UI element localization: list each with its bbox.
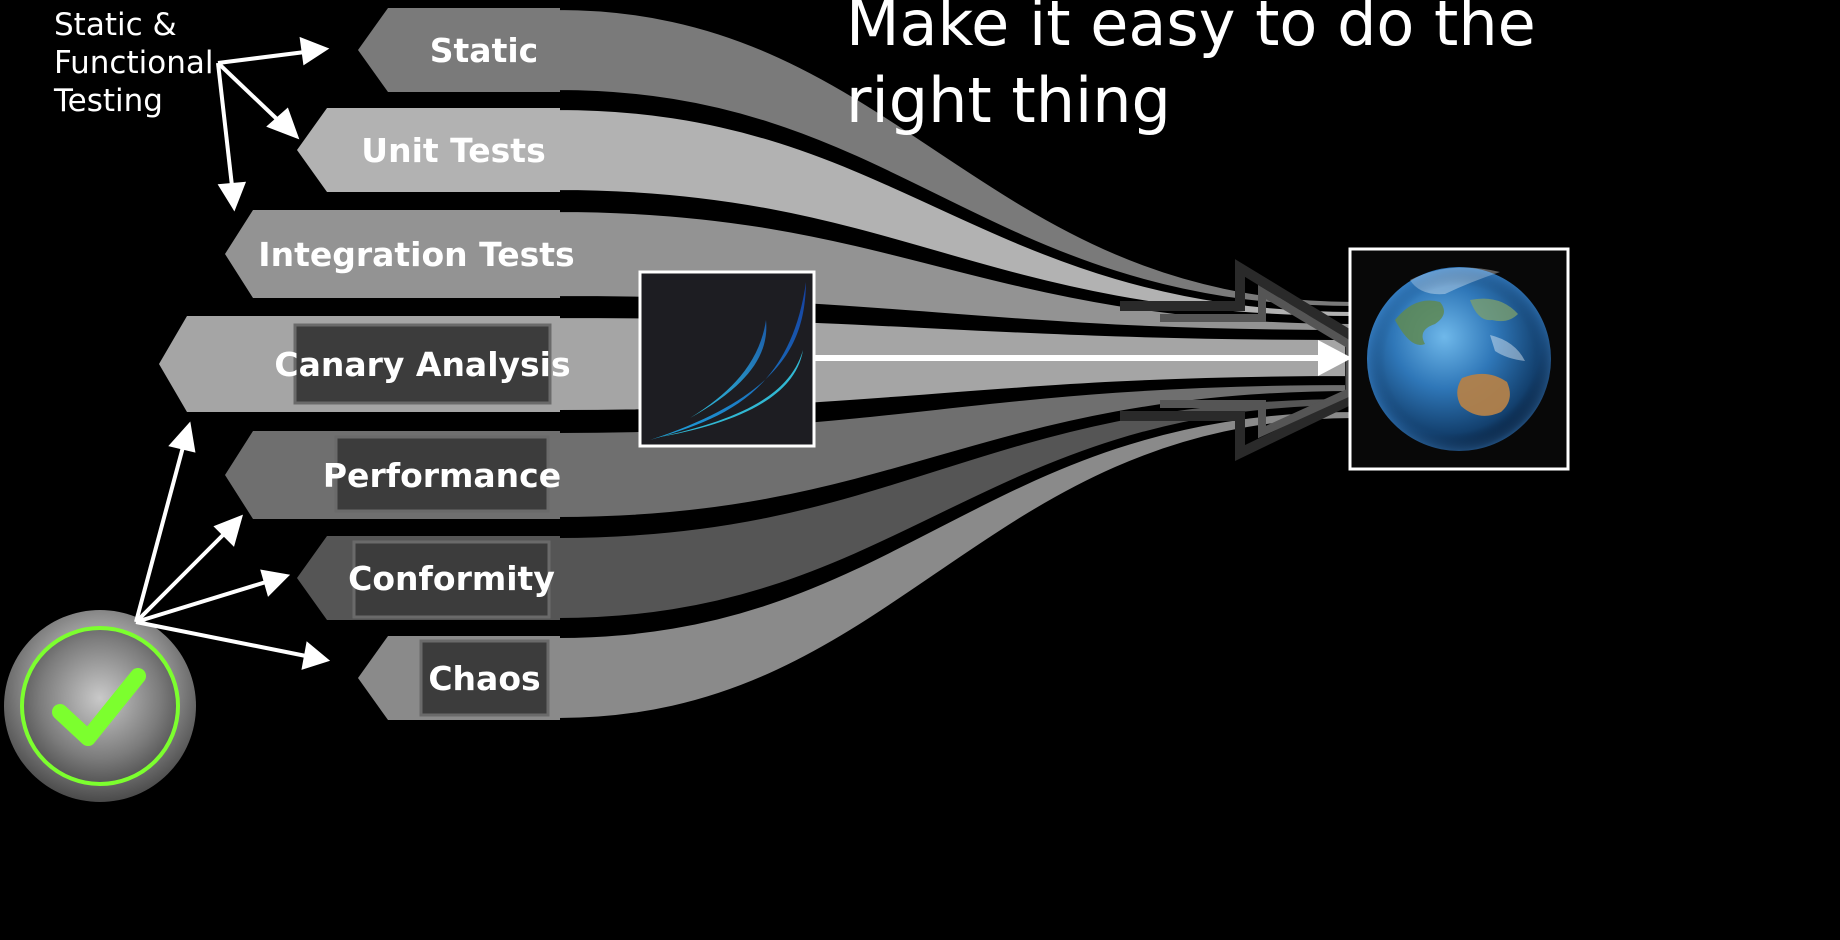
stage-label: Static [430, 31, 538, 70]
stage-chaos: Chaos [358, 636, 560, 720]
stage-static: Static [358, 8, 560, 92]
check-badge-icon [4, 610, 196, 802]
earth-globe-icon [1348, 247, 1570, 471]
stage-chevron [297, 108, 560, 192]
stage-label-box [352, 540, 551, 619]
stage-integration-tests: Integration Tests [225, 210, 575, 298]
slide-title-line-1: Make it easy to do the [846, 0, 1536, 60]
spinnaker-sail-logo [638, 270, 816, 448]
corner-note-line-2: Functional [54, 45, 213, 81]
stage-conformity: Conformity [297, 536, 560, 620]
stage-chevron [225, 210, 560, 298]
stage-label: Chaos [428, 659, 540, 698]
deploy-arrow [812, 340, 1352, 376]
corner-note-line-1: Static & [54, 7, 177, 43]
stage-performance: Performance [225, 431, 561, 519]
slide-title-line-2: right thing [846, 64, 1171, 137]
stage-label: Integration Tests [258, 235, 574, 274]
pointer-arrows [134, 36, 331, 670]
stage-label-box [419, 639, 550, 717]
corner-note-line-3: Testing [53, 83, 163, 119]
stage-canary-analysis: Canary Analysis [159, 316, 571, 412]
stage-label: Performance [323, 456, 561, 495]
stage-chevron [358, 8, 560, 92]
stage-unit-tests: Unit Tests [297, 108, 560, 192]
stage-label: Canary Analysis [274, 345, 570, 384]
stage-label: Unit Tests [361, 131, 545, 170]
stage-label: Conformity [348, 559, 555, 598]
stage-label-box [334, 435, 550, 513]
stage-label-box [293, 323, 552, 405]
